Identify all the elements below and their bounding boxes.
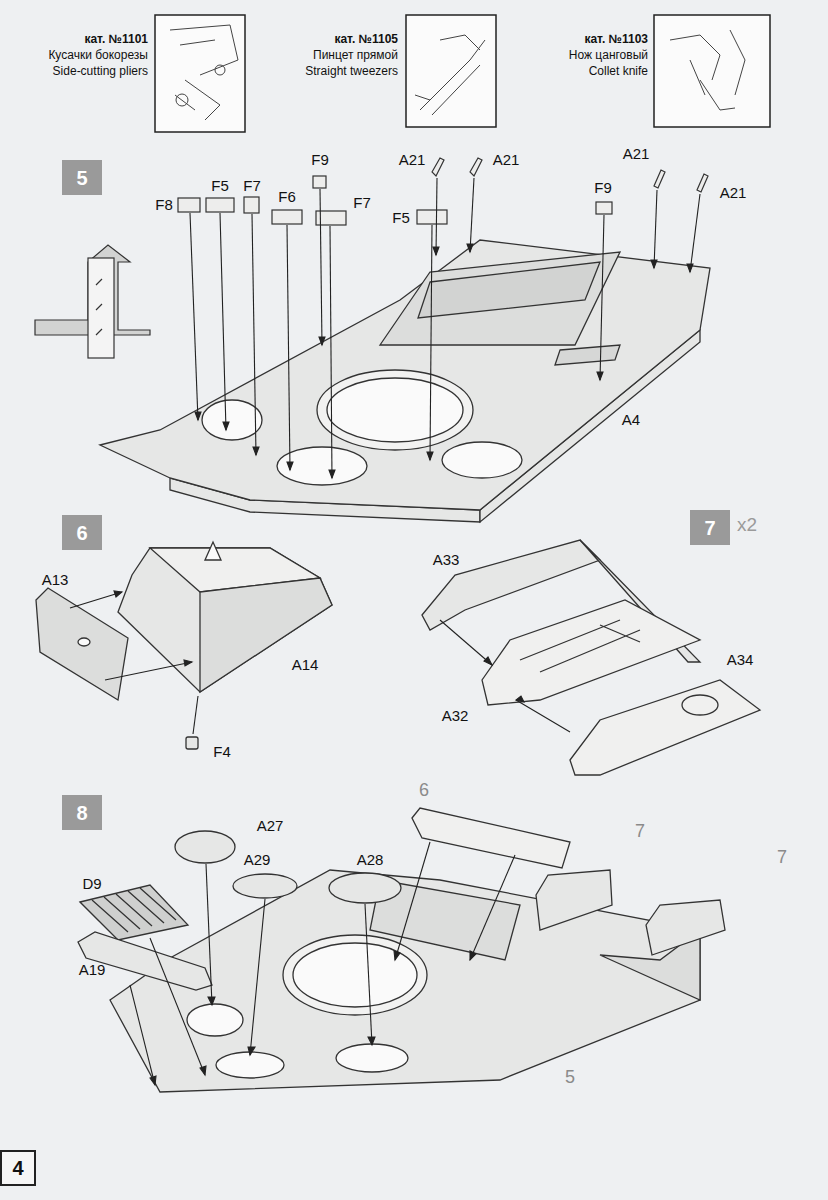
page-number: 4 bbox=[12, 1158, 23, 1178]
part-number: A32 bbox=[442, 708, 469, 725]
part-number: A33 bbox=[433, 552, 460, 569]
step5-inset bbox=[35, 245, 150, 358]
page-number-box: 4 bbox=[0, 1150, 36, 1186]
step-number-box: 7 bbox=[690, 510, 730, 545]
part-number: F8 bbox=[155, 197, 173, 214]
part-number: F7 bbox=[353, 195, 371, 212]
step-number: 5 bbox=[76, 168, 87, 188]
part-number: A19 bbox=[79, 962, 106, 979]
tool-boxes bbox=[155, 15, 770, 132]
part-number: F7 bbox=[243, 178, 261, 195]
part-number: A21 bbox=[720, 185, 747, 202]
part-number: A29 bbox=[244, 852, 271, 869]
step-number-box: 6 bbox=[62, 515, 102, 550]
tool-caption: кат. №1103 bbox=[584, 33, 648, 46]
part-number: F5 bbox=[211, 178, 229, 195]
callout-number: 7 bbox=[777, 848, 787, 868]
step-number: 6 bbox=[76, 523, 87, 543]
tool-caption: Collet knife bbox=[589, 65, 648, 78]
step6-leaders bbox=[70, 591, 198, 734]
hull-step5 bbox=[100, 240, 710, 522]
part-number: A14 bbox=[292, 657, 319, 674]
part-number: F5 bbox=[392, 210, 410, 227]
step8-leaders bbox=[130, 842, 515, 1085]
part-number: A13 bbox=[42, 572, 69, 589]
step5-parts bbox=[178, 158, 708, 225]
tool-caption: Пинцет прямой bbox=[313, 49, 398, 62]
step-number: 7 bbox=[704, 518, 715, 538]
part-number: A27 bbox=[257, 818, 284, 835]
part-number: A28 bbox=[357, 852, 384, 869]
part-number: A21 bbox=[623, 146, 650, 163]
tool-caption: Straight tweezers bbox=[305, 65, 398, 78]
part-number: D9 bbox=[82, 876, 101, 893]
step7-parts bbox=[422, 540, 760, 775]
step-number-box: 8 bbox=[62, 795, 102, 830]
tool-caption: Side-cutting pliers bbox=[53, 65, 148, 78]
callout-number: 5 bbox=[565, 1068, 575, 1088]
tool-caption: Нож цанговый bbox=[569, 49, 648, 62]
step6-parts bbox=[36, 542, 332, 749]
step-number: 8 bbox=[76, 803, 87, 823]
part-number: A21 bbox=[493, 152, 520, 169]
tool-sketches bbox=[170, 25, 745, 120]
part-number: F6 bbox=[278, 189, 296, 206]
step5-leaders bbox=[190, 178, 700, 478]
part-number: A4 bbox=[622, 412, 640, 429]
part-number: A34 bbox=[727, 652, 754, 669]
tool-caption: кат. №1101 bbox=[84, 33, 148, 46]
tool-caption: кат. №1105 bbox=[334, 33, 398, 46]
callout-number: x2 bbox=[737, 515, 757, 536]
part-number: A21 bbox=[399, 152, 426, 169]
part-number: F4 bbox=[213, 744, 231, 761]
part-number: F9 bbox=[311, 152, 329, 169]
callout-number: 7 bbox=[635, 822, 645, 842]
part-number: F9 bbox=[594, 180, 612, 197]
step7-leaders bbox=[440, 620, 570, 732]
step-number-box: 5 bbox=[62, 160, 102, 195]
tool-caption: Кусачки бокорезы bbox=[48, 49, 148, 62]
step8-parts bbox=[78, 808, 725, 990]
callout-number: 6 bbox=[419, 781, 429, 801]
